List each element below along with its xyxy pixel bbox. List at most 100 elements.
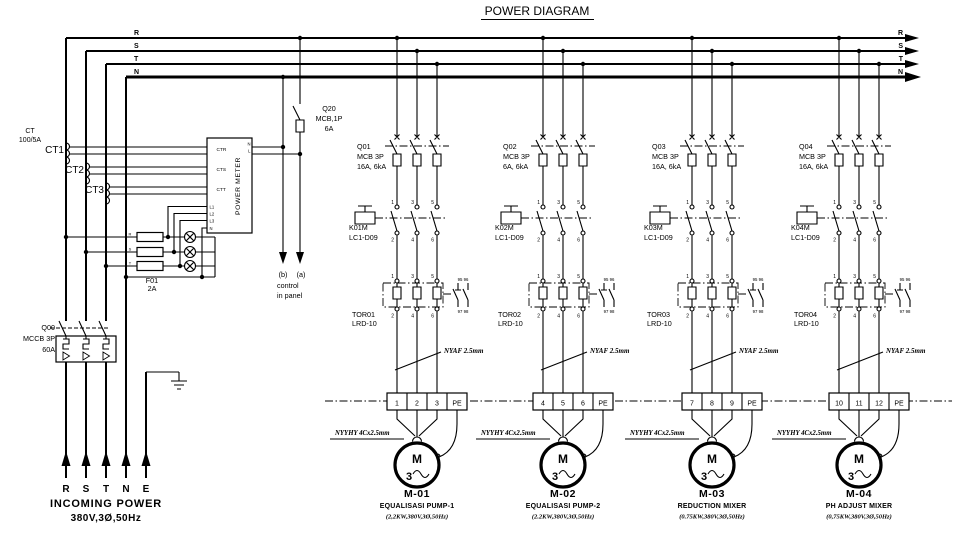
branch-overload-type: LRD-10 [498, 319, 523, 328]
contact-terminal: 3 [557, 200, 560, 206]
branch-breaker-id: Q02 [503, 142, 517, 151]
branch-breaker-type: MCB 3P [652, 152, 679, 161]
tor-terminal: 1 [686, 274, 689, 280]
terminal-number: 2 [415, 401, 419, 408]
ct-label: CT [25, 128, 35, 135]
branch-breaker-type: MCB 3P [799, 152, 826, 161]
contact-terminal: 3 [411, 200, 414, 206]
tor-terminal: 4 [557, 314, 560, 320]
tor-terminal: 1 [537, 274, 540, 280]
control-caption-2: in panel [277, 291, 303, 300]
branch-breaker-rating: 6A, 6kA [503, 162, 528, 171]
branch-contactor-type: LC1-D09 [495, 233, 524, 242]
branch-overload-id: TOR04 [794, 310, 817, 319]
control-arrow-b-label: (b) [279, 270, 288, 279]
branch-breaker-id: Q01 [357, 142, 371, 151]
tor-terminal: 2 [686, 314, 689, 320]
motor-branch-1: Q01 MCB 3P 16A, 6kA K01M LC1-D09 TOR01 L… [330, 35, 484, 521]
control-breaker-id: Q20 [322, 104, 336, 113]
aux-contact-top: 95 96 [900, 277, 911, 282]
terminal-number: 12 [875, 401, 883, 408]
terminal-number: 1 [395, 401, 399, 408]
contact-terminal: 4 [706, 238, 709, 244]
branch-overload-id: TOR03 [647, 310, 670, 319]
contact-terminal: 1 [833, 200, 836, 206]
power-meter: CTR CTS CTT L1 L2 L3 N N L POWER METER [167, 137, 300, 277]
cable-spec-label: NYYHY 4Cx2.5mm [334, 430, 390, 437]
terminal-number: 10 [835, 401, 843, 408]
contact-terminal: 1 [537, 200, 540, 206]
tor-terminal: 5 [726, 274, 729, 280]
ct2-label: CT2 [65, 165, 84, 176]
branch-overload-type: LRD-10 [794, 319, 819, 328]
meter-name: POWER METER [235, 157, 242, 215]
contact-terminal: 3 [706, 200, 709, 206]
main-breaker-type: MCCB 3P [23, 334, 55, 343]
fuse-row-r: R [129, 232, 132, 237]
terminal-number: 3 [435, 401, 439, 408]
tor-terminal: 3 [411, 274, 414, 280]
motor-spec: (0,75KW,380V,3Ø,50Hz) [826, 514, 892, 521]
aux-contact-top: 95 96 [753, 277, 764, 282]
tor-terminal: 1 [833, 274, 836, 280]
pilot-lamp-section: R S T F01 2A [66, 231, 216, 293]
incoming-phase-r: R [62, 484, 70, 495]
aux-contact-bottom: 97 98 [753, 309, 764, 314]
tor-terminal: 6 [873, 314, 876, 320]
branch-breaker-id: Q04 [799, 142, 813, 151]
incoming-spec: 380V,3Ø,50Hz [71, 513, 142, 524]
tor-terminal: 5 [873, 274, 876, 280]
page-title: POWER DIAGRAM [485, 4, 590, 18]
contact-terminal: 6 [726, 238, 729, 244]
tor-terminal: 6 [726, 314, 729, 320]
contact-terminal: 4 [853, 238, 856, 244]
bus-label-right-n: N [898, 69, 903, 76]
fuse-id: F01 [146, 276, 158, 285]
motor-phases: 3 [701, 471, 707, 483]
bus-bars: R S T N R S T N [66, 30, 921, 82]
main-breaker-rating: 60A [42, 345, 55, 354]
branch-contactor-type: LC1-D09 [644, 233, 673, 242]
contact-terminal: 6 [873, 238, 876, 244]
branch-overload-type: LRD-10 [352, 319, 377, 328]
motor-id: M-01 [404, 488, 430, 500]
bus-label-left-r: R [134, 30, 139, 37]
motor-spec: (0.75KW,380V,3Ø,50Hz) [679, 514, 745, 521]
aux-contact-bottom: 97 98 [900, 309, 911, 314]
control-feed: Q20 MCB,1P 6A (b) (a) control in panel [277, 38, 343, 300]
branch-contactor-id: K04M [791, 223, 810, 232]
terminal-number: 9 [730, 401, 734, 408]
contact-terminal: 4 [557, 238, 560, 244]
aux-contact-bottom: 97 98 [604, 309, 615, 314]
incoming-phase-e: E [143, 484, 150, 495]
control-caption-1: control [277, 281, 299, 290]
motor-letter: M [854, 452, 864, 466]
tor-terminal: 4 [853, 314, 856, 320]
contact-terminal: 2 [686, 238, 689, 244]
branch-overload-type: LRD-10 [647, 319, 672, 328]
incoming-section: Q00 MCCB 3P 60A R S T N E INCOMING POWER… [23, 38, 187, 524]
branch-breaker-type: MCB 3P [503, 152, 530, 161]
tor-terminal: 5 [431, 274, 434, 280]
motor-spec: (2,2KW,380V,3Ø,50Hz) [386, 514, 448, 521]
motor-letter: M [558, 452, 568, 466]
tor-terminal: 3 [706, 274, 709, 280]
branch-contactor-id: K01M [349, 223, 368, 232]
bus-label-left-n: N [134, 69, 139, 76]
terminal-pe: PE [452, 401, 462, 408]
branch-breaker-rating: 16A, 6kA [652, 162, 681, 171]
contact-terminal: 5 [726, 200, 729, 206]
cable-spec-label: NYYHY 4Cx2.5mm [480, 430, 536, 437]
meter-out-n: N [247, 142, 250, 147]
contact-terminal: 2 [537, 238, 540, 244]
tor-terminal: 2 [537, 314, 540, 320]
branch-contactor-id: K03M [644, 223, 663, 232]
motor-branch-4: Q04 MCB 3P 16A, 6kA K04M LC1-D09 TOR04 L… [772, 35, 926, 521]
motor-letter: M [707, 452, 717, 466]
motor-letter: M [412, 452, 422, 466]
terminal-pe: PE [894, 401, 904, 408]
terminal-pe: PE [747, 401, 757, 408]
contact-terminal: 1 [686, 200, 689, 206]
motor-id: M-03 [699, 488, 725, 500]
